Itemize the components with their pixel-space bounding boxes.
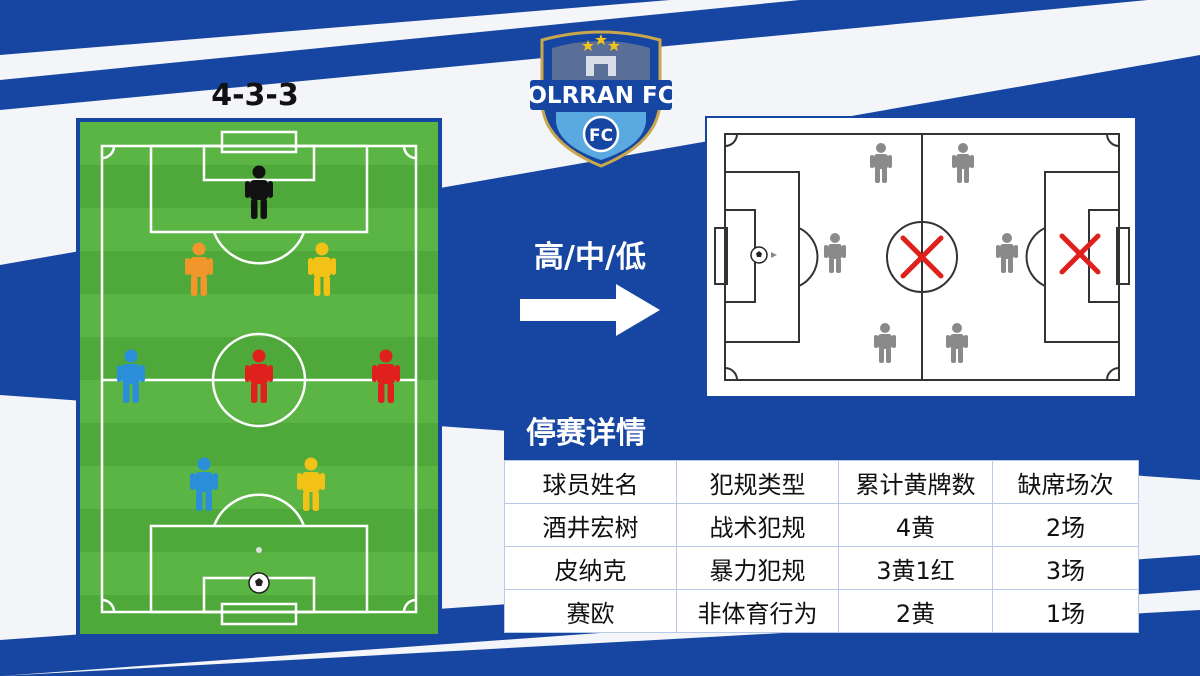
soccer-ball-icon: [750, 246, 777, 264]
table-cell: 战术犯规: [676, 503, 839, 547]
table-cell: 3场: [992, 546, 1139, 590]
pitch-lines: [100, 130, 418, 626]
table-cell: 赛欧: [504, 589, 677, 633]
table-cell: 3黄1红: [838, 546, 993, 590]
column-header: 缺席场次: [992, 460, 1139, 504]
table-cell: 非体育行为: [676, 589, 839, 633]
suspension-table: 停赛详情 球员姓名 犯规类型 累计黄牌数 缺席场次 酒井宏树 战术犯规 4黄 2…: [504, 408, 1139, 633]
pitch-lines: [714, 133, 1130, 381]
arrow-right-icon: [520, 284, 660, 336]
table-cell: 暴力犯规: [676, 546, 839, 590]
table-row: 酒井宏树 战术犯规 4黄 2场: [504, 503, 1139, 547]
club-name: OLRRAN FC: [528, 83, 674, 109]
club-badge-text: FC: [589, 126, 613, 146]
table-cell: 1场: [992, 589, 1139, 633]
table-cell: 2黄: [838, 589, 993, 633]
formation-label: 4-3-3: [211, 78, 299, 113]
table-header-row: 球员姓名 犯规类型 累计黄牌数 缺席场次: [504, 460, 1139, 504]
column-header: 累计黄牌数: [838, 460, 993, 504]
table-row: 赛欧 非体育行为 2黄 1场: [504, 589, 1139, 633]
club-logo: OLRRAN FC FC: [528, 30, 674, 168]
table-cell: 4黄: [838, 503, 993, 547]
table-cell: 酒井宏树: [504, 503, 677, 547]
cross-icon: [1059, 233, 1101, 275]
star-icon: [582, 34, 620, 51]
absence-pitch: [705, 116, 1137, 398]
soccer-ball-icon: [248, 572, 270, 594]
table-title: 停赛详情: [504, 408, 1138, 460]
column-header: 球员姓名: [504, 460, 677, 504]
table-cell: 皮纳克: [504, 546, 677, 590]
lineup-pitch: [76, 118, 442, 638]
pressing-level-label: 高/中/低: [534, 240, 646, 275]
table-row: 皮纳克 暴力犯规 3黄1红 3场: [504, 546, 1139, 590]
column-header: 犯规类型: [676, 460, 839, 504]
table-cell: 2场: [992, 503, 1139, 547]
cross-icon: [900, 235, 944, 279]
